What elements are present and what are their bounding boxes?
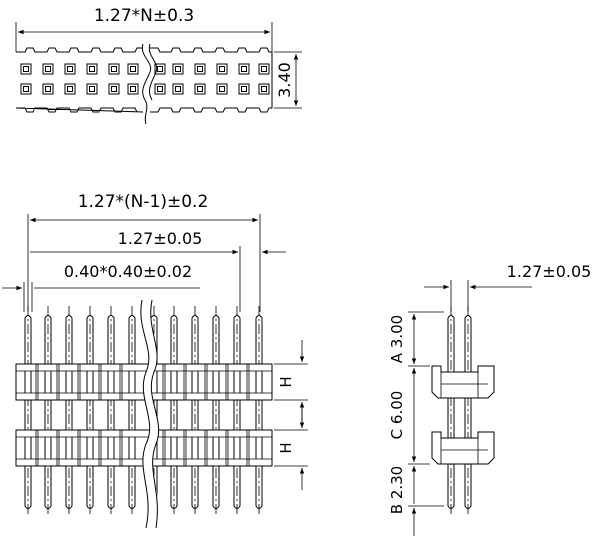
side-pins xyxy=(447,306,472,514)
front-pin-label: 0.40*0.40±0.02 xyxy=(64,262,192,281)
top-view: 1.27*N±0.3 xyxy=(15,6,302,125)
top-height-label: 3.40 xyxy=(275,62,294,98)
front-h-lower-label: H xyxy=(277,442,295,453)
side-insulator-upper xyxy=(431,365,495,399)
side-pitch-dimension: 1.27±0.05 xyxy=(424,262,591,312)
top-view-pins xyxy=(20,63,270,95)
side-vertical-dimensions: A 3.00 C 6.00 B 2.30 xyxy=(388,311,444,536)
front-overall-label: 1.27*(N-1)±0.2 xyxy=(78,192,209,212)
side-dim-c-label: C 6.00 xyxy=(388,391,406,440)
top-view-body xyxy=(15,47,273,113)
front-pitch-dimension: 1.27±0.05 xyxy=(30,229,286,312)
front-pins xyxy=(24,306,263,514)
side-dim-a-label: A 3.00 xyxy=(388,315,406,363)
top-height-dimension: 3.40 xyxy=(274,51,302,109)
front-overall-dimension: 1.27*(N-1)±0.2 xyxy=(27,192,261,312)
front-h-dimensions: H H xyxy=(274,340,308,490)
front-pitch-label: 1.27±0.05 xyxy=(118,229,203,248)
top-pin-row-lower xyxy=(20,83,270,95)
front-pin-dimension: 0.40*0.40±0.02 xyxy=(2,262,200,312)
top-pin-row-upper xyxy=(20,63,270,75)
side-dim-b-label: B 2.30 xyxy=(388,466,406,514)
side-insulator-lower xyxy=(431,431,495,465)
side-view: 1.27±0.05 xyxy=(388,262,591,536)
front-h-upper-label: H xyxy=(277,376,295,387)
top-width-dimension: 1.27*N±0.3 xyxy=(15,6,273,52)
front-view-break xyxy=(140,299,160,529)
top-width-label: 1.27*N±0.3 xyxy=(94,6,194,26)
side-pitch-label: 1.27±0.05 xyxy=(507,262,592,281)
front-view: 1.27*(N-1)±0.2 1.27±0.05 0.40*0.40±0.02 xyxy=(2,192,308,529)
top-view-break xyxy=(141,43,152,125)
